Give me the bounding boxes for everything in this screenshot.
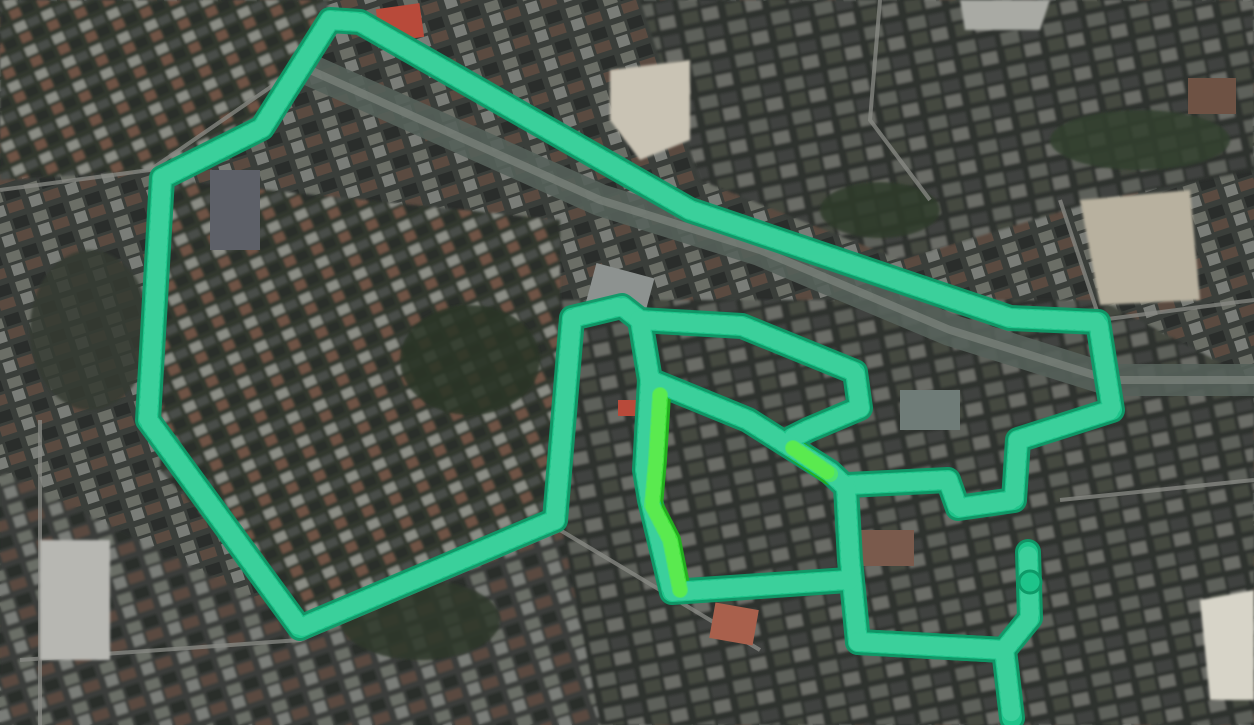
roof-blue-grey-west (210, 170, 260, 250)
track-south-spur-beads (636, 371, 857, 601)
roof-teal-east (900, 390, 960, 430)
track-central-branch-beads (631, 311, 1021, 725)
district-southwest (0, 470, 600, 725)
roof-brown-south (709, 602, 759, 646)
district-northeast (640, 0, 1254, 260)
open-lots (40, 0, 1254, 700)
district-northwest (0, 0, 330, 180)
gps-tracks (135, 7, 1125, 725)
lot-construction-east (1080, 190, 1200, 305)
track-inner-loop-beads (546, 297, 869, 529)
track-highlight-diagonal[interactable] (785, 440, 838, 482)
lot-southeast (1200, 590, 1254, 700)
trees-east (1050, 110, 1230, 170)
lot-north-field (610, 60, 690, 160)
track-endpoint-marker[interactable] (1017, 569, 1043, 595)
road-north (867, 0, 932, 202)
vegetation-patches (30, 110, 1230, 660)
lot-north-roofs (960, 0, 1050, 30)
roof-brown-east (1188, 78, 1236, 114)
trees-west (30, 250, 150, 410)
track-outer-loop[interactable] (138, 10, 1122, 638)
track-inner-loop[interactable] (545, 296, 870, 530)
river-water (306, 66, 1254, 384)
road-southeast (1059, 478, 1254, 502)
park-central (400, 305, 540, 415)
track-outer-loop-beads (139, 11, 1121, 637)
district-west-central (160, 180, 560, 620)
track-highlight-north-south-beads (645, 388, 687, 597)
track-highlight-diagonal-beads (786, 441, 837, 481)
track-highlight-north-south[interactable] (644, 387, 688, 598)
trees-northeast (820, 182, 940, 238)
roof-brown-center-east (860, 530, 914, 566)
lot-west-yard (40, 540, 110, 660)
road-northwest (0, 58, 312, 192)
